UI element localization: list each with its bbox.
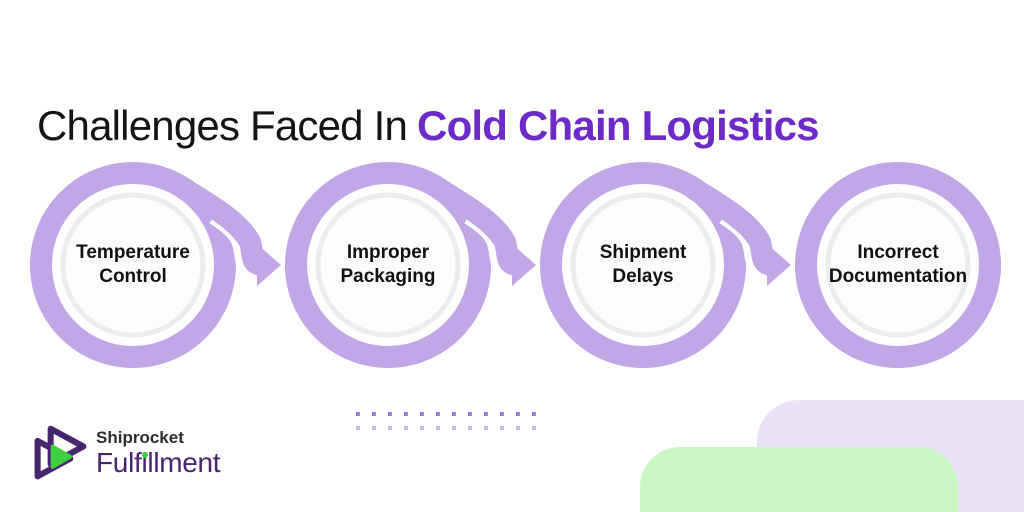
- step-circle-3: [540, 162, 746, 368]
- step-circle-2: [285, 162, 491, 368]
- logo-brand-name: Shiprocket: [96, 428, 184, 447]
- dot-grid-pattern: [356, 412, 548, 440]
- flow-arrow-2: [432, 178, 536, 286]
- fulfillment-i-dot-icon: [142, 452, 148, 458]
- decorative-green-shape: [640, 447, 958, 512]
- page-title-highlight: Cold Chain Logistics: [417, 102, 819, 150]
- logo-wordmark: Shiprocket Fulfillment: [96, 428, 221, 478]
- step-label-temperature-control: Temperature Control: [76, 242, 190, 287]
- step-label-shipment-delays: Shipment Delays: [599, 242, 687, 287]
- step-circle-4: [795, 162, 1001, 368]
- flow-diagram: [30, 162, 1001, 368]
- flow-arrow-1: [177, 178, 281, 286]
- step-label-incorrect-documentation: Incorrect Documentation: [828, 242, 968, 287]
- shiprocket-logo-icon: [34, 425, 87, 480]
- page-title-prefix: Challenges Faced In: [37, 102, 408, 150]
- flow-arrow-3: [687, 178, 791, 286]
- step-label-improper-packaging: Improper Packaging: [340, 242, 436, 287]
- shiprocket-fulfillment-logo: Shiprocket Fulfillment: [32, 424, 221, 482]
- step-circle-1: [30, 162, 236, 368]
- logo-product-name: Fulfillment: [96, 447, 221, 478]
